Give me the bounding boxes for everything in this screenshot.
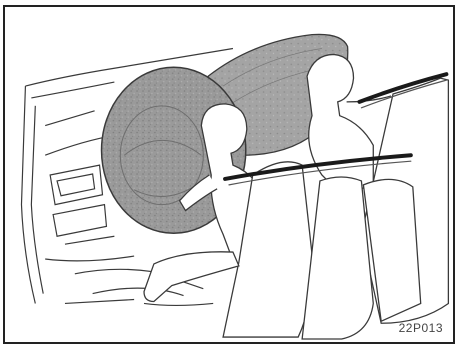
- figure-code: 22P013: [399, 321, 443, 335]
- airbag-deployment-illustration: [5, 7, 453, 342]
- figure-frame: 22P013: [3, 5, 455, 344]
